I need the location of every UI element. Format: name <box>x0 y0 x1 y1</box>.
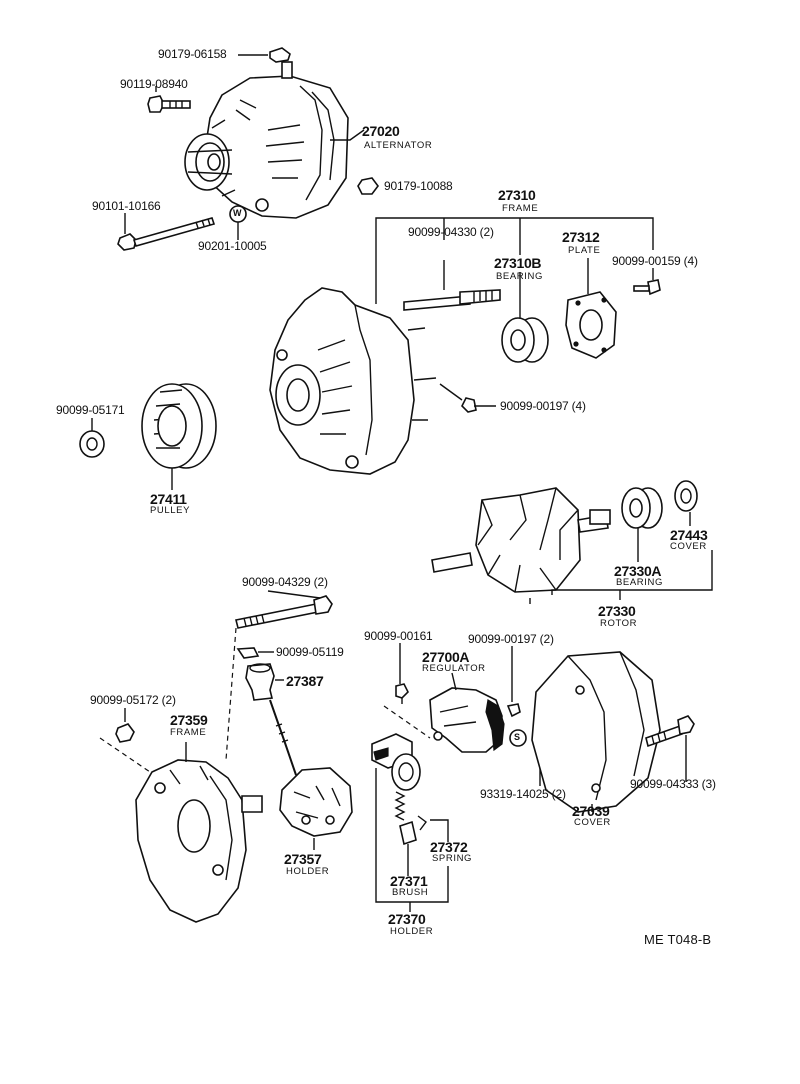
part-number-27371: 27371 <box>390 873 428 889</box>
part-name-pulley: PULLEY <box>150 505 191 516</box>
part-name-bearing-27330a: BEARING <box>616 577 663 588</box>
part-number-27330a: 27330A <box>614 563 662 579</box>
part-number-90179-10088: 90179-10088 <box>384 179 453 193</box>
nut-90179-06158-drawing <box>269 47 291 63</box>
nut-90179-10088-drawing <box>357 177 379 195</box>
part-number-27312: 27312 <box>562 229 600 245</box>
part-number-90099-00159: 90099-00159 (4) <box>612 254 698 268</box>
part-number-27357: 27357 <box>284 851 322 867</box>
part-number-27330: 27330 <box>598 603 636 619</box>
part-number-90119-08940: 90119-08940 <box>120 77 188 91</box>
nut-90099-05172-drawing <box>115 723 135 743</box>
part-number-90101-10166: 90101-10166 <box>92 199 161 213</box>
part-name-rotor: ROTOR <box>600 618 638 629</box>
rotor-27330-drawing <box>431 487 611 593</box>
frame-27310-drawing <box>269 287 437 475</box>
long-bolt-90101-10166-drawing <box>117 217 216 251</box>
part-name-holder-27357: HOLDER <box>286 866 330 877</box>
part-number-90099-00197-2: 90099-00197 (2) <box>468 632 554 646</box>
part-number-27310: 27310 <box>498 187 536 203</box>
screw-90099-00197-2-drawing <box>506 703 521 718</box>
washer-mark-w: W <box>233 208 242 218</box>
stud-90099-04330-drawing <box>403 289 501 311</box>
part-number-90099-04330: 90099-04330 (2) <box>408 225 494 239</box>
part-name-cover-27039: COVER <box>574 817 611 828</box>
part-name-bearing-27310b: BEARING <box>496 271 543 282</box>
screw-90099-00197-4-drawing <box>461 397 496 413</box>
washer-mark-s: S <box>514 732 521 742</box>
screw-90099-00159-drawing <box>633 279 661 296</box>
spring-27372-drawing <box>394 791 406 821</box>
diagram-reference-code: ME T048-B <box>644 932 712 947</box>
part-name-frame-27310: FRAME <box>502 203 539 214</box>
screw-90099-00161-drawing <box>395 683 409 704</box>
part-name-brush: BRUSH <box>392 887 429 898</box>
part-number-27370: 27370 <box>388 911 426 927</box>
part-number-90099-00197-4: 90099-00197 (4) <box>500 399 586 413</box>
part-number-27411: 27411 <box>150 491 187 507</box>
part-number-27020: 27020 <box>362 123 400 139</box>
part-number-27039: 27039 <box>572 803 610 819</box>
cover-27039-drawing <box>531 651 661 813</box>
alignment-line-regulator <box>383 705 431 739</box>
part-number-90201-10005: 90201-10005 <box>198 239 267 253</box>
bearing-27330a-drawing <box>621 487 663 529</box>
part-number-90099-04329: 90099-04329 (2) <box>242 575 328 589</box>
alternator-assembly-drawing <box>184 61 349 219</box>
part-number-93319-14025: 93319-14025 (2) <box>480 787 566 801</box>
insulator-27387-drawing <box>245 663 275 701</box>
nut-90099-05171-drawing <box>79 430 105 458</box>
alignment-line-nut <box>99 737 151 773</box>
pulley-27411-drawing <box>141 383 217 469</box>
cover-27443-drawing <box>674 480 698 512</box>
part-name-spring: SPRING <box>432 853 473 864</box>
part-name-cover-27443: COVER <box>670 541 707 552</box>
bearing-27310b-drawing <box>501 317 549 363</box>
plate-27312-drawing <box>565 291 617 359</box>
regulator-27700a-drawing <box>429 687 505 753</box>
part-name-plate: PLATE <box>568 245 601 256</box>
part-name-regulator: REGULATOR <box>422 663 486 674</box>
part-name-alternator: ALTERNATOR <box>364 140 433 151</box>
holder-27370-drawing <box>371 733 421 791</box>
alignment-line-frame <box>225 627 237 761</box>
part-number-27443: 27443 <box>670 527 708 543</box>
part-number-27310b: 27310B <box>494 255 542 271</box>
part-number-90099-00161: 90099-00161 <box>364 629 433 643</box>
part-number-90099-05172: 90099-05172 (2) <box>90 693 176 707</box>
part-number-27700a: 27700A <box>422 649 470 665</box>
holder-27357-drawing <box>269 699 353 837</box>
bolt-90099-04333-drawing <box>645 715 695 748</box>
part-name-frame-27359: FRAME <box>170 727 207 738</box>
part-number-27387: 27387 <box>286 673 324 689</box>
part-name-holder-27370: HOLDER <box>390 926 434 937</box>
clip-90099-05119-drawing <box>236 647 260 659</box>
part-number-90099-04333: 90099-04333 (3) <box>630 777 716 791</box>
part-number-27372: 27372 <box>430 839 468 855</box>
frame-27359-drawing <box>135 759 263 923</box>
washer-93319-14025-drawing <box>509 729 527 747</box>
bolt-90119-08940-drawing <box>147 95 191 113</box>
brush-27371-drawing <box>399 820 417 846</box>
part-number-90099-05119: 90099-05119 <box>276 645 344 659</box>
bolt-90099-04329-drawing <box>235 595 333 629</box>
part-number-90099-05171: 90099-05171 <box>56 403 125 417</box>
part-number-27359: 27359 <box>170 712 208 728</box>
part-number-90179-06158: 90179-06158 <box>158 47 227 61</box>
